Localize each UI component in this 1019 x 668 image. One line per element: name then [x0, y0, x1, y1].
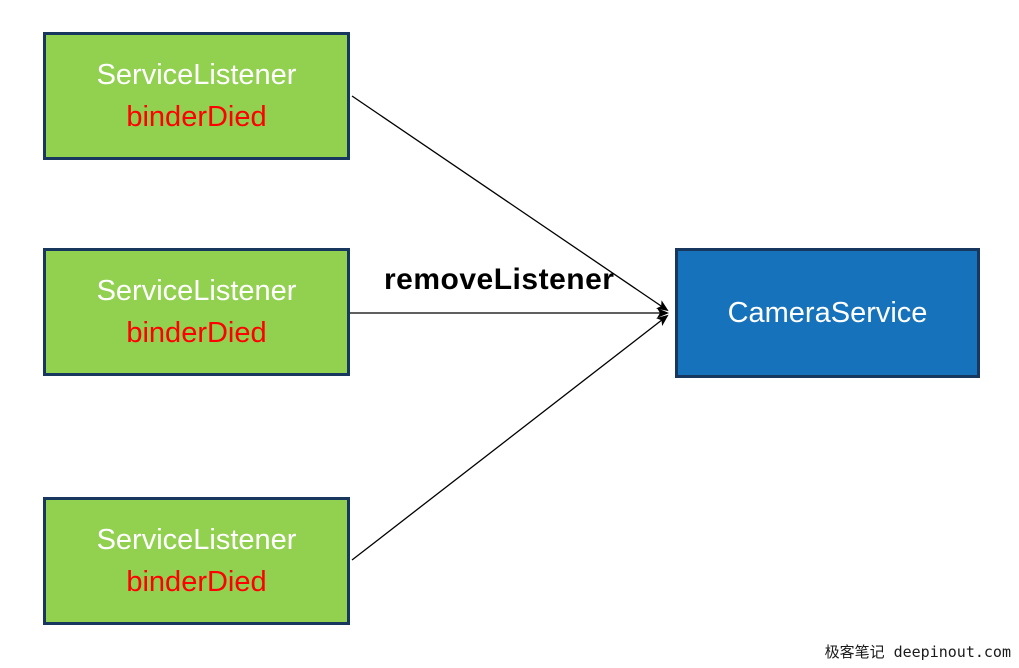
binder-died-label: binderDied	[126, 566, 267, 598]
camera-service-box: CameraService	[675, 248, 980, 378]
arrow-listener3-to-service	[351, 314, 669, 561]
service-listener-title: ServiceListener	[96, 524, 297, 556]
binder-died-label: binderDied	[126, 317, 267, 349]
remove-listener-label: removeListener	[384, 263, 615, 296]
binder-died-label: binderDied	[126, 101, 267, 133]
watermark: 极客笔记 deepinout.com	[824, 643, 1011, 661]
camera-service-title: CameraService	[727, 296, 928, 329]
service-listener-title: ServiceListener	[96, 275, 297, 307]
service-listener-box-2: ServiceListener binderDied	[43, 248, 350, 376]
service-listener-box-1: ServiceListener binderDied	[43, 32, 350, 160]
service-listener-box-3: ServiceListener binderDied	[43, 497, 350, 625]
service-listener-title: ServiceListener	[96, 59, 297, 91]
